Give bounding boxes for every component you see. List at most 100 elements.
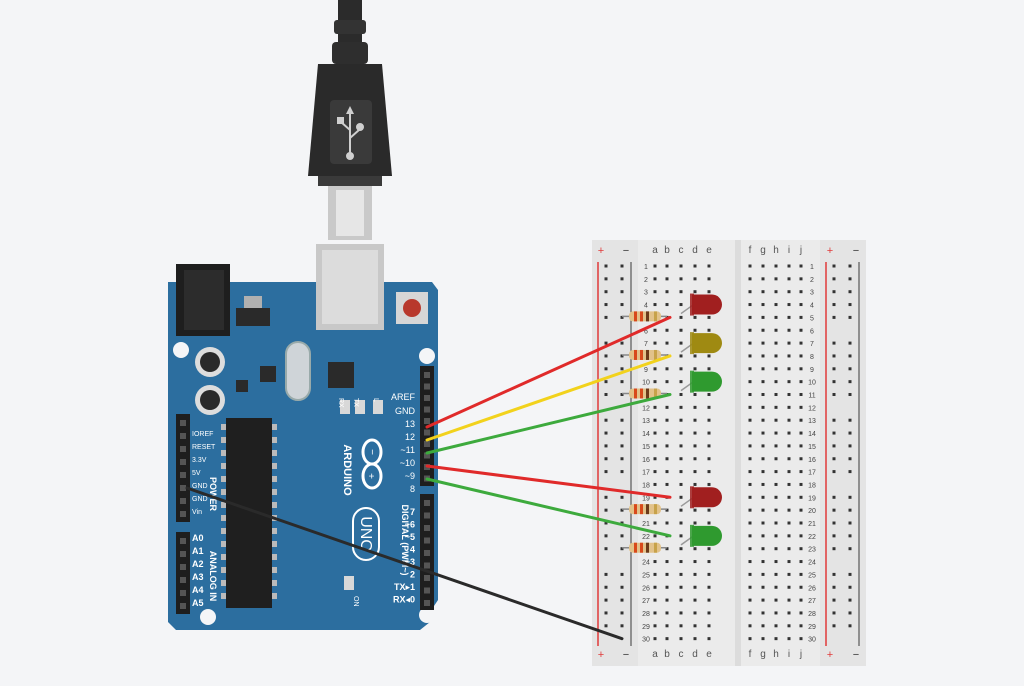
breadboard-row-number: 10 bbox=[808, 380, 816, 387]
digital-pin-label: ~6 bbox=[405, 520, 415, 530]
breadboard-row-number: 25 bbox=[808, 572, 816, 579]
breadboard-column-label: f bbox=[749, 245, 752, 256]
wire-black[interactable] bbox=[185, 486, 624, 641]
digital-pin-label: TX▸1 bbox=[394, 582, 415, 592]
breadboard-row-number: 16 bbox=[808, 457, 816, 464]
breadboard-column-label: a bbox=[652, 245, 658, 256]
breadboard-row-number: 24 bbox=[808, 560, 816, 567]
resistor[interactable] bbox=[622, 311, 667, 322]
power-pin-label: GND bbox=[192, 483, 208, 490]
breadboard-row-number: 24 bbox=[642, 560, 650, 567]
breadboard-column-label: g bbox=[760, 649, 766, 660]
breadboard-row-number: 1 bbox=[810, 264, 814, 271]
breadboard-row-number: 23 bbox=[808, 547, 816, 554]
breadboard-column-label: c bbox=[679, 245, 684, 256]
wire-yellow[interactable] bbox=[425, 354, 672, 442]
resistor[interactable] bbox=[622, 349, 667, 360]
led-green-1[interactable] bbox=[680, 370, 723, 393]
on-led-label: ON bbox=[352, 596, 359, 607]
arduino-board[interactable]: − + bbox=[168, 244, 438, 630]
rail-sign: + bbox=[598, 649, 604, 661]
digital-pin-label: 4 bbox=[410, 545, 415, 555]
analog-pin-label: A4 bbox=[192, 585, 204, 595]
wire-red[interactable] bbox=[425, 315, 672, 429]
breadboard-row-number: 3 bbox=[810, 290, 814, 297]
digital-pin-label: ~9 bbox=[405, 471, 415, 481]
analog-pin-label: A5 bbox=[192, 598, 204, 608]
power-header bbox=[176, 414, 190, 522]
breadboard-row-number: 30 bbox=[808, 637, 816, 644]
digital-pin-label: 12 bbox=[405, 432, 415, 442]
digital-pin-label: ~5 bbox=[405, 532, 415, 542]
breadboard-row-number: 25 bbox=[642, 572, 650, 579]
breadboard[interactable] bbox=[592, 240, 866, 666]
resistor[interactable] bbox=[622, 504, 667, 515]
rail-sign: + bbox=[827, 245, 833, 257]
resistor[interactable] bbox=[622, 542, 667, 553]
svg-text:−: − bbox=[366, 449, 377, 455]
breadboard-column-label: h bbox=[773, 245, 779, 256]
breadboard-column-label: i bbox=[788, 245, 790, 256]
tx-led-label: TX bbox=[352, 398, 359, 407]
breadboard-row-number: 16 bbox=[642, 457, 650, 464]
digital-pin-label: 7 bbox=[410, 507, 415, 517]
breadboard-row-number: 30 bbox=[642, 637, 650, 644]
breadboard-column-label: c bbox=[679, 649, 684, 660]
digital-pin-label: ~10 bbox=[400, 458, 415, 468]
rail-sign: + bbox=[827, 649, 833, 661]
analog-pin-label: A3 bbox=[192, 572, 204, 582]
breadboard-row-number: 11 bbox=[808, 393, 815, 400]
breadboard-column-label: g bbox=[760, 245, 766, 256]
model-label: UNO bbox=[357, 516, 374, 552]
power-pin-label: 5V bbox=[192, 470, 201, 477]
usb-icon bbox=[337, 106, 364, 160]
breadboard-row-number: 2 bbox=[644, 277, 648, 284]
breadboard-row-number: 17 bbox=[642, 470, 650, 477]
breadboard-row-number: 6 bbox=[810, 328, 814, 335]
breadboard-row-number: 22 bbox=[808, 534, 816, 541]
digital-label: DIGITAL (PWM~) bbox=[400, 505, 410, 576]
breadboard-row-number: 21 bbox=[808, 521, 816, 528]
breadboard-row-number: 9 bbox=[810, 367, 814, 374]
breadboard-column-label: a bbox=[652, 649, 658, 660]
wire-green[interactable] bbox=[425, 477, 672, 538]
digital-pin-label: 8 bbox=[410, 484, 415, 494]
power-pin-label: GND bbox=[192, 496, 208, 503]
breadboard-row-number: 29 bbox=[642, 624, 650, 631]
power-pin-label: Vin bbox=[192, 509, 202, 516]
breadboard-row-number: 4 bbox=[810, 303, 814, 310]
breadboard-column-label: b bbox=[664, 649, 670, 660]
breadboard-column-label: j bbox=[799, 245, 802, 256]
power-pin-label: 3.3V bbox=[192, 457, 207, 464]
digital-pin-label: 2 bbox=[410, 570, 415, 580]
breadboard-row-number: 13 bbox=[808, 418, 816, 425]
breadboard-row-number: 26 bbox=[808, 585, 816, 592]
digital-pin-label: 13 bbox=[405, 419, 415, 429]
led-red-1[interactable] bbox=[680, 293, 723, 316]
breadboard-row-number: 28 bbox=[642, 611, 650, 618]
breadboard-row-number: 10 bbox=[642, 380, 650, 387]
reset-button[interactable] bbox=[396, 292, 428, 324]
analog-pin-label: A1 bbox=[192, 546, 204, 556]
led-red-2[interactable] bbox=[680, 486, 723, 509]
breadboard-row-number: 6 bbox=[644, 328, 648, 335]
breadboard-column-label: j bbox=[799, 649, 802, 660]
breadboard-row-number: 19 bbox=[808, 495, 816, 502]
wire-red[interactable] bbox=[425, 464, 672, 499]
breadboard-column-label: d bbox=[692, 245, 698, 256]
breadboard-row-number: 29 bbox=[808, 624, 816, 631]
led-yellow[interactable] bbox=[680, 332, 723, 355]
breadboard-row-number: 12 bbox=[642, 405, 650, 412]
breadboard-row-number: 21 bbox=[642, 521, 650, 528]
breadboard-row-number: 9 bbox=[644, 367, 648, 374]
rail-sign: − bbox=[853, 649, 859, 661]
breadboard-row-number: 5 bbox=[810, 315, 814, 322]
power-label: POWER bbox=[208, 477, 218, 512]
rx-led-label: RX bbox=[337, 398, 344, 408]
analog-pin-label: A2 bbox=[192, 559, 204, 569]
wire-green[interactable] bbox=[425, 393, 672, 455]
breadboard-row-number: 2 bbox=[810, 277, 814, 284]
led-green-2[interactable] bbox=[680, 524, 723, 547]
resistor[interactable] bbox=[622, 388, 667, 399]
